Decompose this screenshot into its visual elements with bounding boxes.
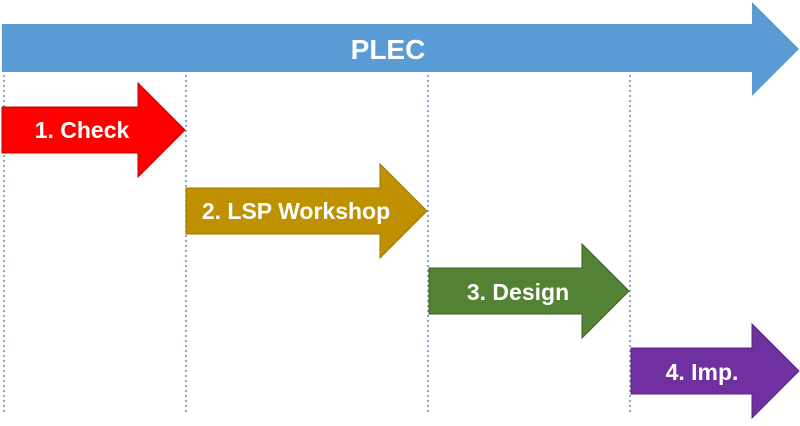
phase-arrow-label: 3. Design [467, 279, 569, 305]
main-arrow: PLEC [2, 2, 799, 96]
phase-arrow-imp: 4. Imp. [630, 322, 800, 420]
phase-arrow-check: 1. Check [1, 81, 186, 179]
main-arrow-shape [2, 2, 799, 96]
phase-arrow-shape [185, 162, 428, 260]
main-arrow-label: PLEC [351, 34, 426, 65]
phase-arrow-shape [630, 322, 800, 420]
phase-arrow-shape [428, 242, 630, 340]
phase-arrow-lsp-workshop: 2. LSP Workshop [185, 162, 428, 260]
phase-arrow-label: 1. Check [35, 117, 130, 143]
phase-arrow-label: 4. Imp. [666, 359, 739, 385]
phase-arrow-shape [1, 81, 186, 179]
phase-arrow-design: 3. Design [428, 242, 630, 340]
phase-arrow-label: 2. LSP Workshop [202, 198, 390, 224]
